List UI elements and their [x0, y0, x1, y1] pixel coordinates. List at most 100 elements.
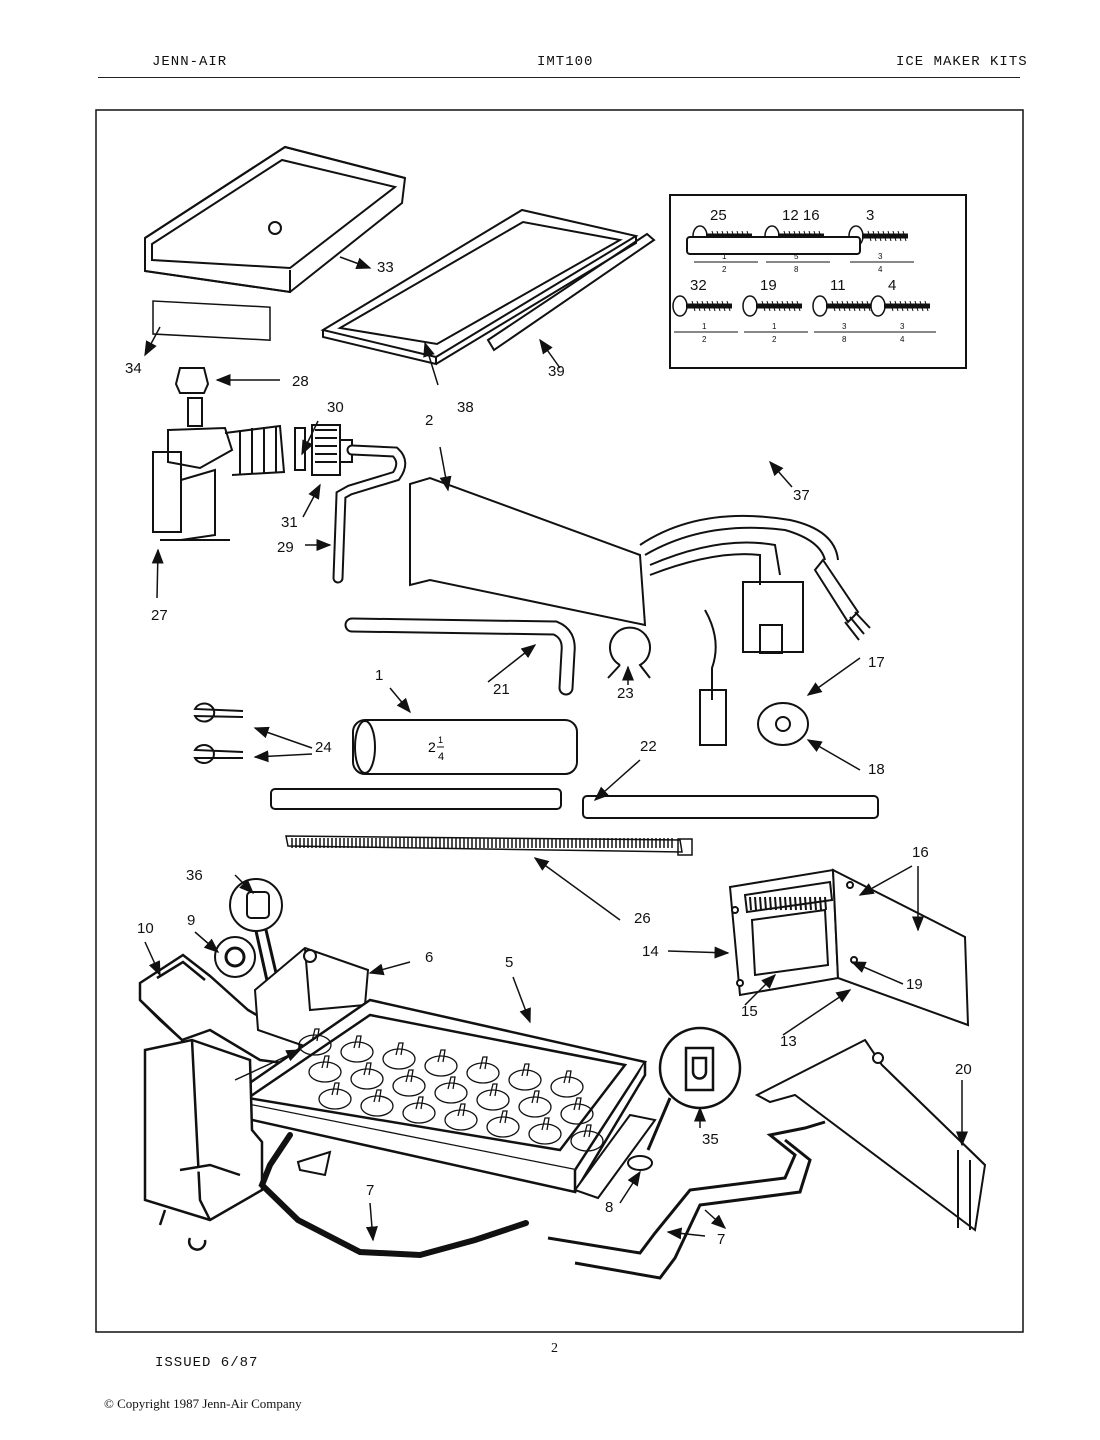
screw-head: [742, 295, 758, 317]
callout-5: 5: [505, 954, 513, 971]
part-20-shield: [754, 1038, 987, 1232]
screw-len-den: 8: [842, 335, 847, 344]
callout-21: 21: [493, 681, 510, 698]
leader-9: [539, 338, 561, 369]
callout-10: 10: [137, 920, 154, 937]
callout-27: 27: [151, 607, 168, 624]
part-24-pins: [193, 702, 244, 764]
callout-36: 36: [186, 867, 203, 884]
mold-cavity: [402, 1102, 436, 1124]
part-37-tube: [686, 236, 861, 255]
callout-31: 31: [281, 514, 298, 531]
mold-rib: [457, 1103, 466, 1117]
leader-30: [667, 946, 730, 959]
mold-rib: [311, 1028, 320, 1042]
tube-length-num: 1: [438, 735, 443, 745]
callout-2: 2: [425, 412, 433, 429]
mold-rib: [373, 1089, 382, 1103]
mold-rib: [573, 1097, 582, 1111]
mold-cavity: [424, 1055, 458, 1077]
leader-23: [368, 961, 411, 976]
part-39-rail: [486, 232, 656, 352]
screw-len-num: 5: [794, 252, 799, 261]
diagram-frame: [95, 109, 1024, 1333]
part-14-front-cover: [728, 868, 840, 997]
screw-len-den: 2: [722, 265, 727, 274]
callout-8: 8: [605, 1199, 613, 1216]
mold-cavity: [318, 1088, 352, 1110]
callout-17: 17: [868, 654, 885, 671]
leader-19: [533, 857, 621, 921]
screw-len-den: 2: [772, 335, 777, 344]
leader-11: [487, 644, 537, 683]
screw-part-19: 19: [760, 277, 777, 294]
part-33-ice-bin-tray: [144, 145, 407, 294]
mold-rib: [499, 1110, 508, 1124]
mold-rib: [563, 1070, 572, 1084]
part-2-wire-harness: [409, 476, 871, 746]
mold-cavity: [382, 1048, 416, 1070]
leader-27: [704, 1209, 727, 1230]
header-brand: JENN-AIR: [152, 54, 228, 70]
mold-rib: [437, 1049, 446, 1063]
part-27-water-valve: [152, 397, 286, 541]
callout-37: 37: [793, 487, 810, 504]
callout-29: 29: [277, 539, 294, 556]
mold-rib: [363, 1062, 372, 1076]
leader-13: [389, 687, 411, 714]
callout-38: 38: [457, 399, 474, 416]
screw-len-num: 1: [772, 322, 777, 331]
screw-part-12-16: 12 16: [782, 207, 820, 224]
mold-rib: [521, 1063, 530, 1077]
part-38-bin-frame: [320, 208, 639, 366]
leader-20: [234, 874, 255, 895]
leader-37: [234, 1049, 302, 1081]
part-26-cable-tie: [285, 835, 693, 856]
callout-19: 19: [906, 976, 923, 993]
callout-35: 35: [702, 1131, 719, 1148]
callout-18: 18: [868, 761, 885, 778]
mold-cavity: [434, 1082, 468, 1104]
leader-16: [806, 657, 861, 696]
mold-rib: [405, 1069, 414, 1083]
mold-cavity: [298, 1034, 332, 1056]
part-35-detail: [646, 1026, 742, 1151]
mold-cavity: [560, 1103, 594, 1125]
screw-len-num: 1: [722, 252, 727, 261]
mold-rib: [479, 1056, 488, 1070]
screw-part-11: 11: [830, 277, 846, 294]
leader-33: [850, 961, 904, 985]
mold-cavity: [476, 1089, 510, 1111]
mold-rib: [583, 1124, 592, 1138]
leader-18: [593, 759, 641, 801]
leader-15: [253, 750, 313, 763]
callout-6: 6: [425, 949, 433, 966]
mold-cavity: [518, 1096, 552, 1118]
callout-26: 26: [634, 910, 651, 927]
callout-24: 24: [315, 739, 332, 756]
mold-rib: [395, 1042, 404, 1056]
header-model: IMT100: [537, 54, 594, 70]
page-number: 2: [551, 1341, 558, 1356]
part-7-shutoff-arm-b: [547, 1120, 826, 1255]
leader-17: [806, 739, 861, 771]
callout-33: 33: [377, 259, 394, 276]
copyright: © Copyright 1987 Jenn-Air Company: [104, 1396, 302, 1411]
mold-cavity: [466, 1062, 500, 1084]
mold-rib: [531, 1090, 540, 1104]
leader-4: [302, 483, 321, 518]
control-housing: [143, 1038, 264, 1251]
leader-10: [769, 460, 793, 488]
screw-part-25: 25: [710, 207, 727, 224]
callout-34: 34: [125, 360, 142, 377]
screw-panel: [669, 194, 967, 369]
callout-1: 1: [375, 667, 383, 684]
leader-14: [253, 726, 313, 749]
mold-rib: [541, 1117, 550, 1131]
leader-21: [194, 931, 220, 953]
mold-cavity: [350, 1068, 384, 1090]
callout-14: 14: [642, 943, 659, 960]
callout-28: 28: [292, 373, 309, 390]
part-7-shutoff-arm: [258, 1132, 529, 1259]
